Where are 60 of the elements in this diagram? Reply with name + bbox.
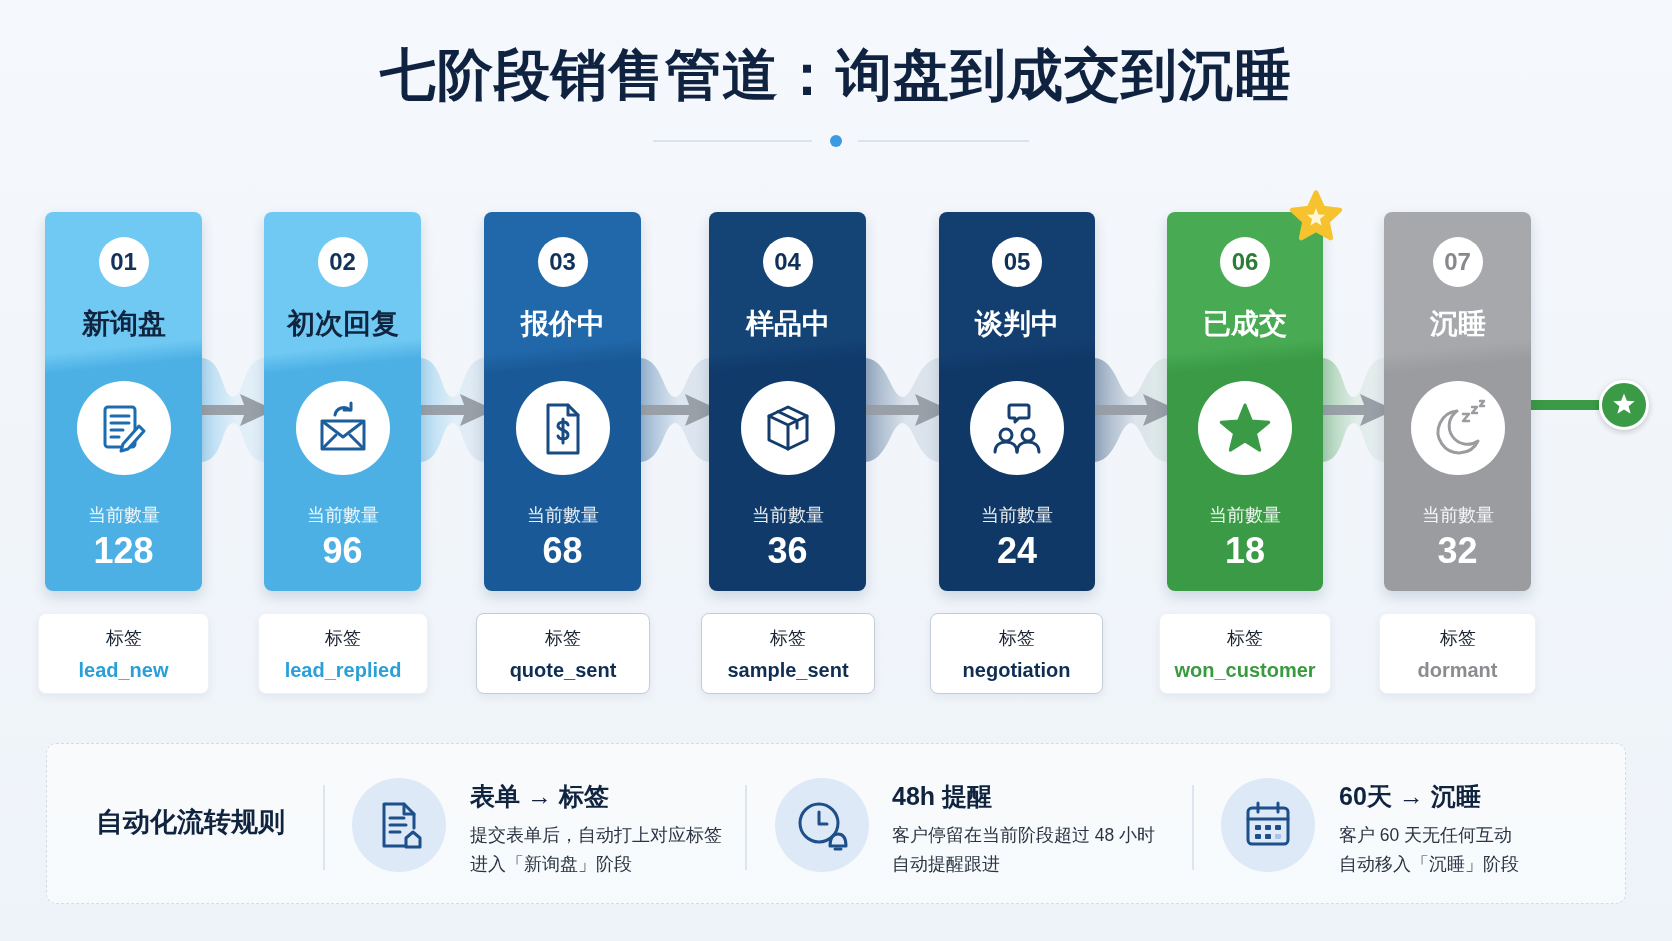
stage-title: 报价中 <box>520 307 605 341</box>
tag-box <box>930 613 1103 694</box>
stage-title: 初次回复 <box>286 307 399 341</box>
count-value: 18 <box>1225 530 1265 572</box>
number-badge: 06 <box>1220 237 1270 287</box>
rule-text: 客户停留在当前阶段超过 48 小时自动提醒跟进 <box>892 824 1157 876</box>
rule-text: 客户 60 天无任何互动自动移入「沉睡」阶段 <box>1339 824 1520 876</box>
count-label: 当前數量 <box>1421 504 1494 526</box>
count-label: 当前數量 <box>1209 504 1281 526</box>
number-badge: 02 <box>317 237 368 287</box>
rule-title: 表单 → 标签 <box>470 781 609 812</box>
count-value: 36 <box>767 530 808 572</box>
title: 七阶段销售管道：询盘到成交到沉睡 <box>380 42 1292 108</box>
rule-title: 48h 提醒 <box>892 781 993 812</box>
number-badge: 01 <box>98 237 149 287</box>
count-value: 128 <box>93 530 154 572</box>
count-value: 96 <box>322 530 363 572</box>
stage-title: 样品中 <box>745 307 830 341</box>
tag-box <box>258 613 428 694</box>
tag-value: lead_new <box>78 658 169 682</box>
tag-value: won_customer <box>1174 658 1316 682</box>
count-label: 当前數量 <box>981 504 1053 526</box>
tag-box <box>1159 613 1331 694</box>
count-value: 24 <box>997 530 1037 572</box>
count-value: 32 <box>1437 530 1478 572</box>
tag-box <box>1379 613 1536 694</box>
count-label: 当前數量 <box>87 504 160 526</box>
count-label: 当前數量 <box>526 504 599 526</box>
tag-label: 标签 <box>998 627 1035 649</box>
tag-box <box>701 613 875 694</box>
stage-title: 谈判中 <box>975 307 1059 341</box>
tag-label: 标签 <box>1227 627 1263 649</box>
tag-label: 标签 <box>545 627 581 649</box>
tag-value: dormant <box>1417 658 1498 682</box>
stage-title: 新询盘 <box>81 307 166 341</box>
stage-title: 已成交 <box>1203 307 1287 341</box>
number-badge: 04 <box>762 237 813 287</box>
rule-title: 60天 → 沉睡 <box>1339 781 1481 812</box>
stage-title: 沉睡 <box>1429 307 1486 341</box>
number-badge: 03 <box>537 237 588 287</box>
tag-value: negotiation <box>962 658 1071 682</box>
tag-box <box>476 613 650 694</box>
tag-label: 标签 <box>1439 627 1476 649</box>
tag-label: 标签 <box>325 627 361 649</box>
tag-value: quote_sent <box>509 658 617 682</box>
count-value: 68 <box>542 530 583 572</box>
number-badge: 07 <box>1432 237 1483 287</box>
tag-value: lead_replied <box>284 658 402 682</box>
rules-panel <box>46 743 1626 904</box>
panel-heading: 自动化流转规则 <box>95 806 285 839</box>
number-badge: 05 <box>992 237 1042 287</box>
tag-label: 标签 <box>105 627 142 649</box>
count-label: 当前數量 <box>751 504 824 526</box>
count-label: 当前數量 <box>306 504 379 526</box>
tag-box <box>38 613 209 694</box>
rule-text: 提交表单后，自动打上对应标签进入「新询盘」阶段 <box>470 824 723 876</box>
tag-value: sample_sent <box>727 658 849 682</box>
tag-label: 标签 <box>770 627 806 649</box>
end-circle <box>1599 380 1649 430</box>
connector-line <box>1531 400 1599 410</box>
